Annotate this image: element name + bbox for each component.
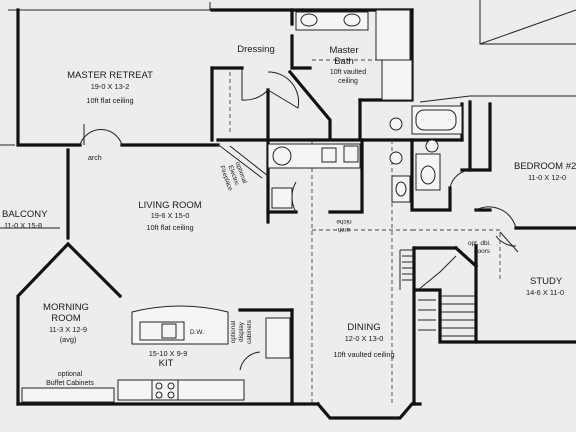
morning-room-size-note: (avg) (60, 335, 77, 344)
morning-room-name-1: MORNING (43, 302, 89, 313)
dbl-doors-line-2: doors (474, 248, 490, 255)
morning-room-note-1: optional (58, 371, 83, 378)
double-doors-label: opt. dbl. doors (468, 240, 491, 255)
master-bath-note-2: ceiling (338, 78, 358, 85)
arch-niche-label: arch niche (336, 218, 352, 233)
room-label-master-bath: Master Bath 10ft vaulted ceiling (329, 45, 366, 85)
morning-room-size: 11-3 X 12-9 (49, 325, 87, 334)
display-line-2: display (238, 321, 245, 342)
room-label-morning-room: MORNING ROOM 11-3 X 12-9 (avg) optional … (43, 302, 94, 387)
room-label-study: STUDY 14-6 X 11-0 (526, 276, 564, 297)
arch-niche-line-2: niche (336, 218, 352, 225)
study-name: STUDY (530, 276, 563, 287)
arch-niche-line-1: arch (337, 226, 350, 233)
master-bath-name-1: Master (329, 45, 358, 56)
display-cabinets-label: optional display cabinets (230, 320, 253, 344)
dressing-name: Dressing (237, 44, 275, 55)
master-bath-note-1: 10ft vaulted (330, 69, 366, 76)
master-retreat-name: MASTER RETREAT (67, 70, 153, 81)
room-label-kitchen: 15-10 X 9-9 KIT (149, 349, 188, 369)
display-line-1: optional (230, 321, 237, 343)
dining-name: DINING (347, 322, 380, 333)
dining-size: 12-0 X 13-0 (345, 334, 384, 343)
stairs (399, 249, 476, 337)
dining-ceiling: 10ft vaulted ceiling (333, 350, 394, 359)
arch-label: arch (88, 155, 102, 162)
room-label-bedroom: BEDROOM #2 11-0 X 12-0 (514, 161, 576, 182)
bath-fixtures (267, 9, 463, 209)
room-label-dining: DINING 12-0 X 13-0 10ft vaulted ceiling (333, 322, 394, 359)
display-line-3: cabinets (246, 320, 253, 344)
master-retreat-ceiling: 10ft flat ceiling (86, 96, 133, 105)
morning-room-note-2: Buffet Cabinets (46, 380, 94, 387)
dbl-doors-line-1: opt. dbl. (468, 240, 491, 247)
master-retreat-size: 19-0 X 13-2 (91, 82, 130, 91)
room-label-balcony: BALCONY 11-0 X 15-8 (2, 209, 48, 230)
kitchen-name: KIT (159, 358, 174, 369)
kitchen-size: 15-10 X 9-9 (149, 349, 188, 358)
bedroom-size: 11-0 X 12-0 (528, 173, 566, 182)
morning-room-name-2: ROOM (51, 313, 81, 324)
balcony-size: 11-0 X 15-8 (4, 221, 42, 230)
living-room-ceiling: 10ft flat ceiling (146, 223, 193, 232)
balcony-name: BALCONY (2, 209, 48, 220)
exterior-outline (0, 0, 576, 229)
dishwasher-label: D.W. (190, 329, 204, 336)
bedroom-name: BEDROOM #2 (514, 161, 576, 172)
room-label-master-retreat: MASTER RETREAT 19-0 X 13-2 10ft flat cei… (67, 70, 153, 105)
master-bath-name-2: Bath (334, 56, 354, 67)
study-size: 14-6 X 11-0 (526, 288, 564, 297)
living-room-name: LIVING ROOM (138, 200, 201, 211)
kitchen-fixtures (21, 305, 291, 403)
living-room-size: 19-6 X 15-0 (151, 211, 190, 220)
room-label-living-room: LIVING ROOM 19-6 X 15-0 10ft flat ceilin… (138, 200, 201, 232)
fireplace-outline (219, 145, 269, 179)
